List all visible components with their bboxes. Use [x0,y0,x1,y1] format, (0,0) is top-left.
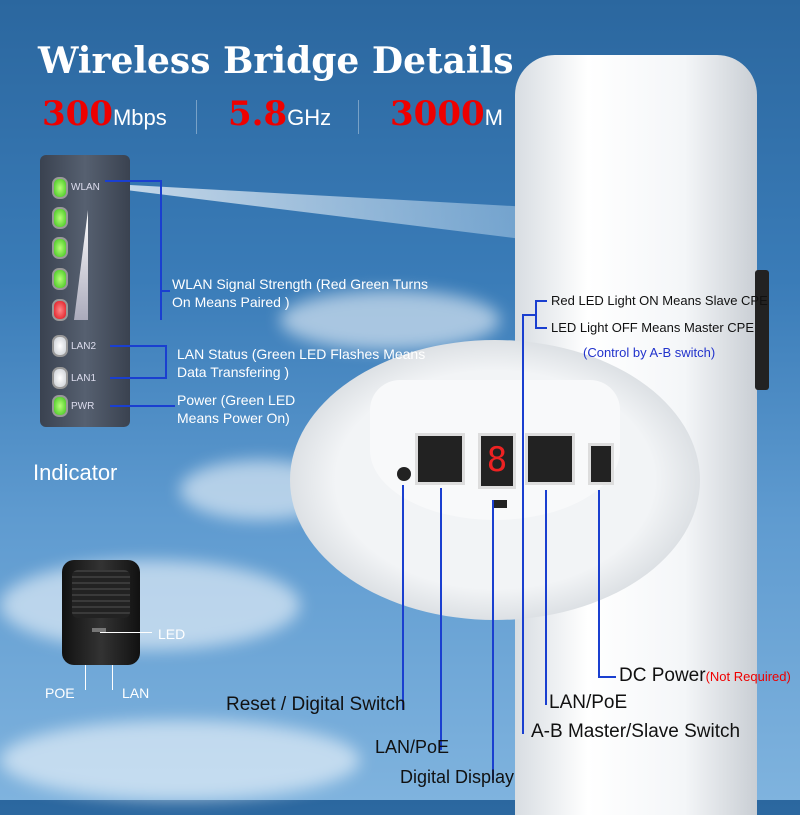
page-title: Wireless Bridge Details [38,40,514,82]
dc-power-jack[interactable] [588,443,614,485]
label-lan1: LAN1 [71,373,97,384]
cloud [0,720,360,800]
led-lan1 [52,367,68,389]
cloud [280,290,500,350]
label-wlan: WLAN [71,182,100,193]
signal-beam [130,185,530,240]
spec-frequency: 5.8GHz [228,94,332,134]
divider [196,100,197,134]
lan-poe-port-left[interactable] [415,433,465,485]
led-wlan-3 [52,237,68,259]
indicator-heading: Indicator [33,460,118,485]
divider [358,100,359,134]
lan-poe-left-callout: LAN/PoE [375,737,450,757]
led-pwr [52,395,68,417]
label-lan2: LAN2 [71,341,97,352]
led-wlan [52,177,68,199]
adapter-led-label: LED [158,626,186,642]
spec-speed: 300Mbps [42,94,167,134]
led-wlan-4 [52,268,68,290]
led-wlan-2 [52,207,68,229]
lan-poe-right-callout: LAN/PoE [549,692,628,713]
lan-poe-port-right[interactable] [525,433,575,485]
adapter-led [92,628,106,632]
device-mount: 8 [290,340,700,620]
ab-switch[interactable] [493,500,507,508]
cloud [0,560,300,650]
reset-button[interactable] [397,467,411,481]
indicator-panel: WLAN LAN2 LAN1 PWR [40,155,130,427]
led-lan2 [52,335,68,357]
side-led-strip [755,270,769,390]
adapter-poe-label: POE [45,685,75,701]
ab-off-note: LED Light OFF Means Master CPE [551,320,755,335]
dc-power-callout: DC Power(Not Required) [619,665,791,686]
spec-range: 3000M [390,94,503,134]
signal-wedge-icon [74,210,88,320]
poe-adapter [62,560,140,665]
led-wlan-red [52,299,68,321]
ab-red-on-note: Red LED Light ON Means Slave CPE [551,293,768,308]
ab-switch-callout: A-B Master/Slave Switch [531,721,741,742]
digital-display-callout: Digital Display [400,767,515,787]
ab-control-note: (Control by A-B switch) [583,345,716,360]
reset-callout: Reset / Digital Switch [226,694,406,715]
label-pwr: PWR [71,401,95,412]
adapter-lan-label: LAN [122,685,150,701]
digital-display: 8 [478,433,516,489]
